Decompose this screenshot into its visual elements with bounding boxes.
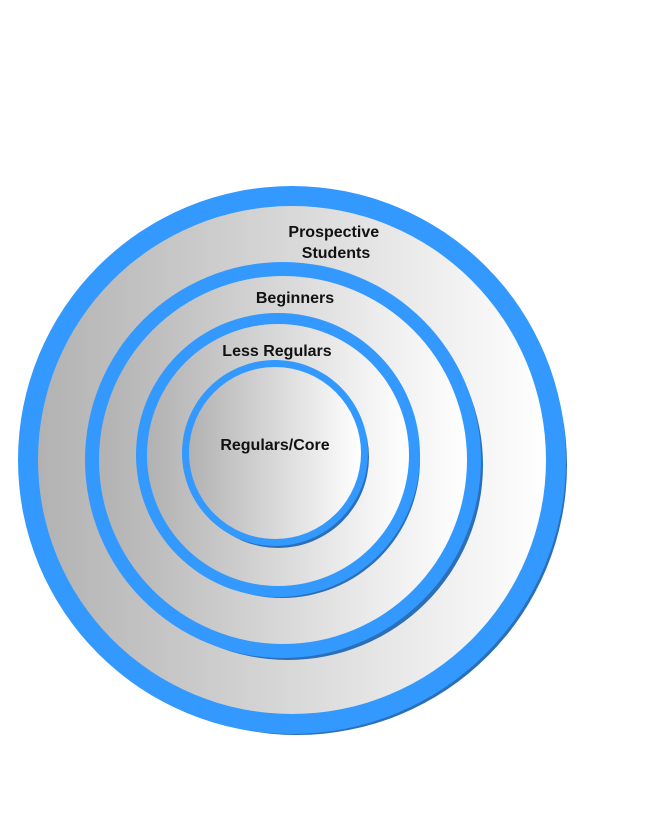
- ring-disc: [189, 367, 361, 539]
- label-line: Regulars/Core: [220, 437, 329, 454]
- label-prospective-students: Prospective Students: [288, 224, 383, 262]
- label-beginners: Beginners: [256, 290, 334, 307]
- label-line: Students: [302, 245, 371, 262]
- label-line: Prospective: [288, 224, 379, 241]
- label-regulars-core: Regulars/Core: [220, 437, 329, 454]
- label-less-regulars: Less Regulars: [222, 343, 331, 360]
- label-line: Beginners: [256, 290, 334, 307]
- ring-regulars-core: [182, 360, 369, 548]
- label-line: Less Regulars: [222, 343, 331, 360]
